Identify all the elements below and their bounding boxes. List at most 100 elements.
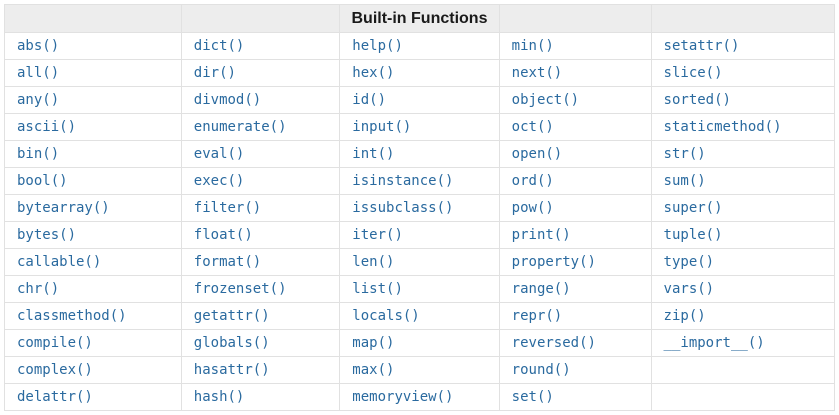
function-link[interactable]: isinstance() [352, 172, 454, 189]
function-link[interactable]: oct() [511, 118, 554, 135]
function-link[interactable]: bytes() [17, 226, 77, 243]
function-link[interactable]: dict() [193, 37, 245, 54]
function-link[interactable]: range() [511, 280, 571, 297]
table-row: callable() format() len() property() type() [4, 248, 836, 276]
function-link[interactable]: hex() [352, 64, 395, 81]
function-cell: range() [498, 275, 652, 303]
function-link[interactable]: all() [17, 64, 60, 81]
function-cell: divmod() [180, 86, 341, 114]
function-link[interactable]: slice() [663, 64, 723, 81]
function-link[interactable]: property() [511, 253, 596, 270]
table-row: delattr() hash() memoryview() set() [4, 383, 836, 411]
function-link[interactable]: iter() [352, 226, 403, 243]
function-link[interactable]: enumerate() [193, 118, 287, 135]
function-cell: __import__() [650, 329, 836, 357]
function-link[interactable]: locals() [352, 307, 420, 324]
function-cell: property() [498, 248, 652, 276]
function-link[interactable]: min() [511, 37, 554, 54]
function-link[interactable]: callable() [17, 253, 102, 270]
function-link[interactable]: delattr() [17, 388, 93, 405]
function-cell: print() [498, 221, 652, 249]
function-link[interactable]: zip() [663, 307, 706, 324]
function-link[interactable]: divmod() [193, 91, 262, 108]
function-link[interactable]: getattr() [193, 307, 270, 324]
function-link[interactable]: bytearray() [17, 199, 110, 216]
function-link[interactable]: eval() [193, 145, 245, 162]
function-link[interactable]: type() [663, 253, 715, 270]
function-link[interactable]: print() [511, 226, 571, 243]
function-cell: super() [650, 194, 836, 222]
function-link[interactable]: repr() [511, 307, 563, 324]
function-link[interactable]: sorted() [663, 91, 731, 108]
table-header: Built-in Functions [4, 4, 836, 33]
function-link[interactable]: frozenset() [193, 280, 287, 297]
function-cell: id() [339, 86, 500, 114]
function-cell: next() [498, 59, 652, 87]
function-link[interactable]: len() [352, 253, 395, 270]
function-cell: dict() [180, 32, 341, 60]
function-link[interactable]: next() [511, 64, 563, 81]
function-link[interactable]: any() [17, 91, 60, 108]
function-link[interactable]: issubclass() [352, 199, 454, 216]
function-cell: help() [339, 32, 500, 60]
builtin-functions-table: Built-in Functions abs() dict() help() min(… [4, 4, 836, 411]
function-link[interactable]: classmethod() [17, 307, 127, 324]
function-link[interactable]: round() [511, 361, 571, 378]
function-cell: pow() [498, 194, 652, 222]
function-link[interactable]: max() [352, 361, 395, 378]
function-link[interactable]: abs() [17, 37, 60, 54]
function-link[interactable]: bool() [17, 172, 68, 189]
function-link[interactable]: compile() [17, 334, 93, 351]
function-link[interactable]: memoryview() [352, 388, 454, 405]
function-link[interactable]: super() [663, 199, 723, 216]
function-link[interactable]: setattr() [663, 37, 740, 54]
function-link[interactable]: complex() [17, 361, 93, 378]
function-link[interactable]: hash() [193, 388, 245, 405]
table-row: bin() eval() int() open() str() [4, 140, 836, 168]
function-link[interactable]: int() [352, 145, 395, 162]
function-link[interactable]: reversed() [511, 334, 596, 351]
function-link[interactable]: chr() [17, 280, 60, 297]
function-cell: len() [339, 248, 500, 276]
function-link[interactable]: help() [352, 37, 403, 54]
header-cell-empty [4, 4, 182, 33]
function-cell: chr() [4, 275, 182, 303]
function-link[interactable]: __import__() [663, 334, 765, 351]
function-link[interactable]: ascii() [17, 118, 77, 135]
function-link[interactable]: open() [511, 145, 563, 162]
header-row: Built-in Functions [4, 4, 836, 33]
function-link[interactable]: map() [352, 334, 395, 351]
header-cell-empty [180, 4, 341, 33]
function-link[interactable]: dir() [193, 64, 236, 81]
function-link[interactable]: staticmethod() [663, 118, 782, 135]
function-link[interactable]: hasattr() [193, 361, 270, 378]
function-link[interactable]: bin() [17, 145, 60, 162]
function-link[interactable]: format() [193, 253, 262, 270]
function-link[interactable]: object() [511, 91, 580, 108]
function-link[interactable]: input() [352, 118, 412, 135]
function-link[interactable]: ord() [511, 172, 554, 189]
function-cell: any() [4, 86, 182, 114]
function-link[interactable]: pow() [511, 199, 554, 216]
function-cell: getattr() [180, 302, 341, 330]
function-link[interactable]: exec() [193, 172, 245, 189]
table-row: all() dir() hex() next() slice() [4, 59, 836, 87]
function-link[interactable]: str() [663, 145, 706, 162]
function-link[interactable]: globals() [193, 334, 270, 351]
function-link[interactable]: float() [193, 226, 253, 243]
function-cell: bytearray() [4, 194, 182, 222]
function-cell: input() [339, 113, 500, 141]
table-row: complex() hasattr() max() round() [4, 356, 836, 384]
table-row: bool() exec() isinstance() ord() sum() [4, 167, 836, 195]
function-link[interactable]: filter() [193, 199, 262, 216]
function-link[interactable]: list() [352, 280, 403, 297]
function-link[interactable]: tuple() [663, 226, 723, 243]
function-cell: issubclass() [339, 194, 500, 222]
function-cell: bin() [4, 140, 182, 168]
function-link[interactable]: vars() [663, 280, 715, 297]
function-link[interactable]: set() [511, 388, 554, 405]
function-cell: abs() [4, 32, 182, 60]
function-link[interactable]: id() [352, 91, 387, 108]
function-cell: min() [498, 32, 652, 60]
function-link[interactable]: sum() [663, 172, 706, 189]
